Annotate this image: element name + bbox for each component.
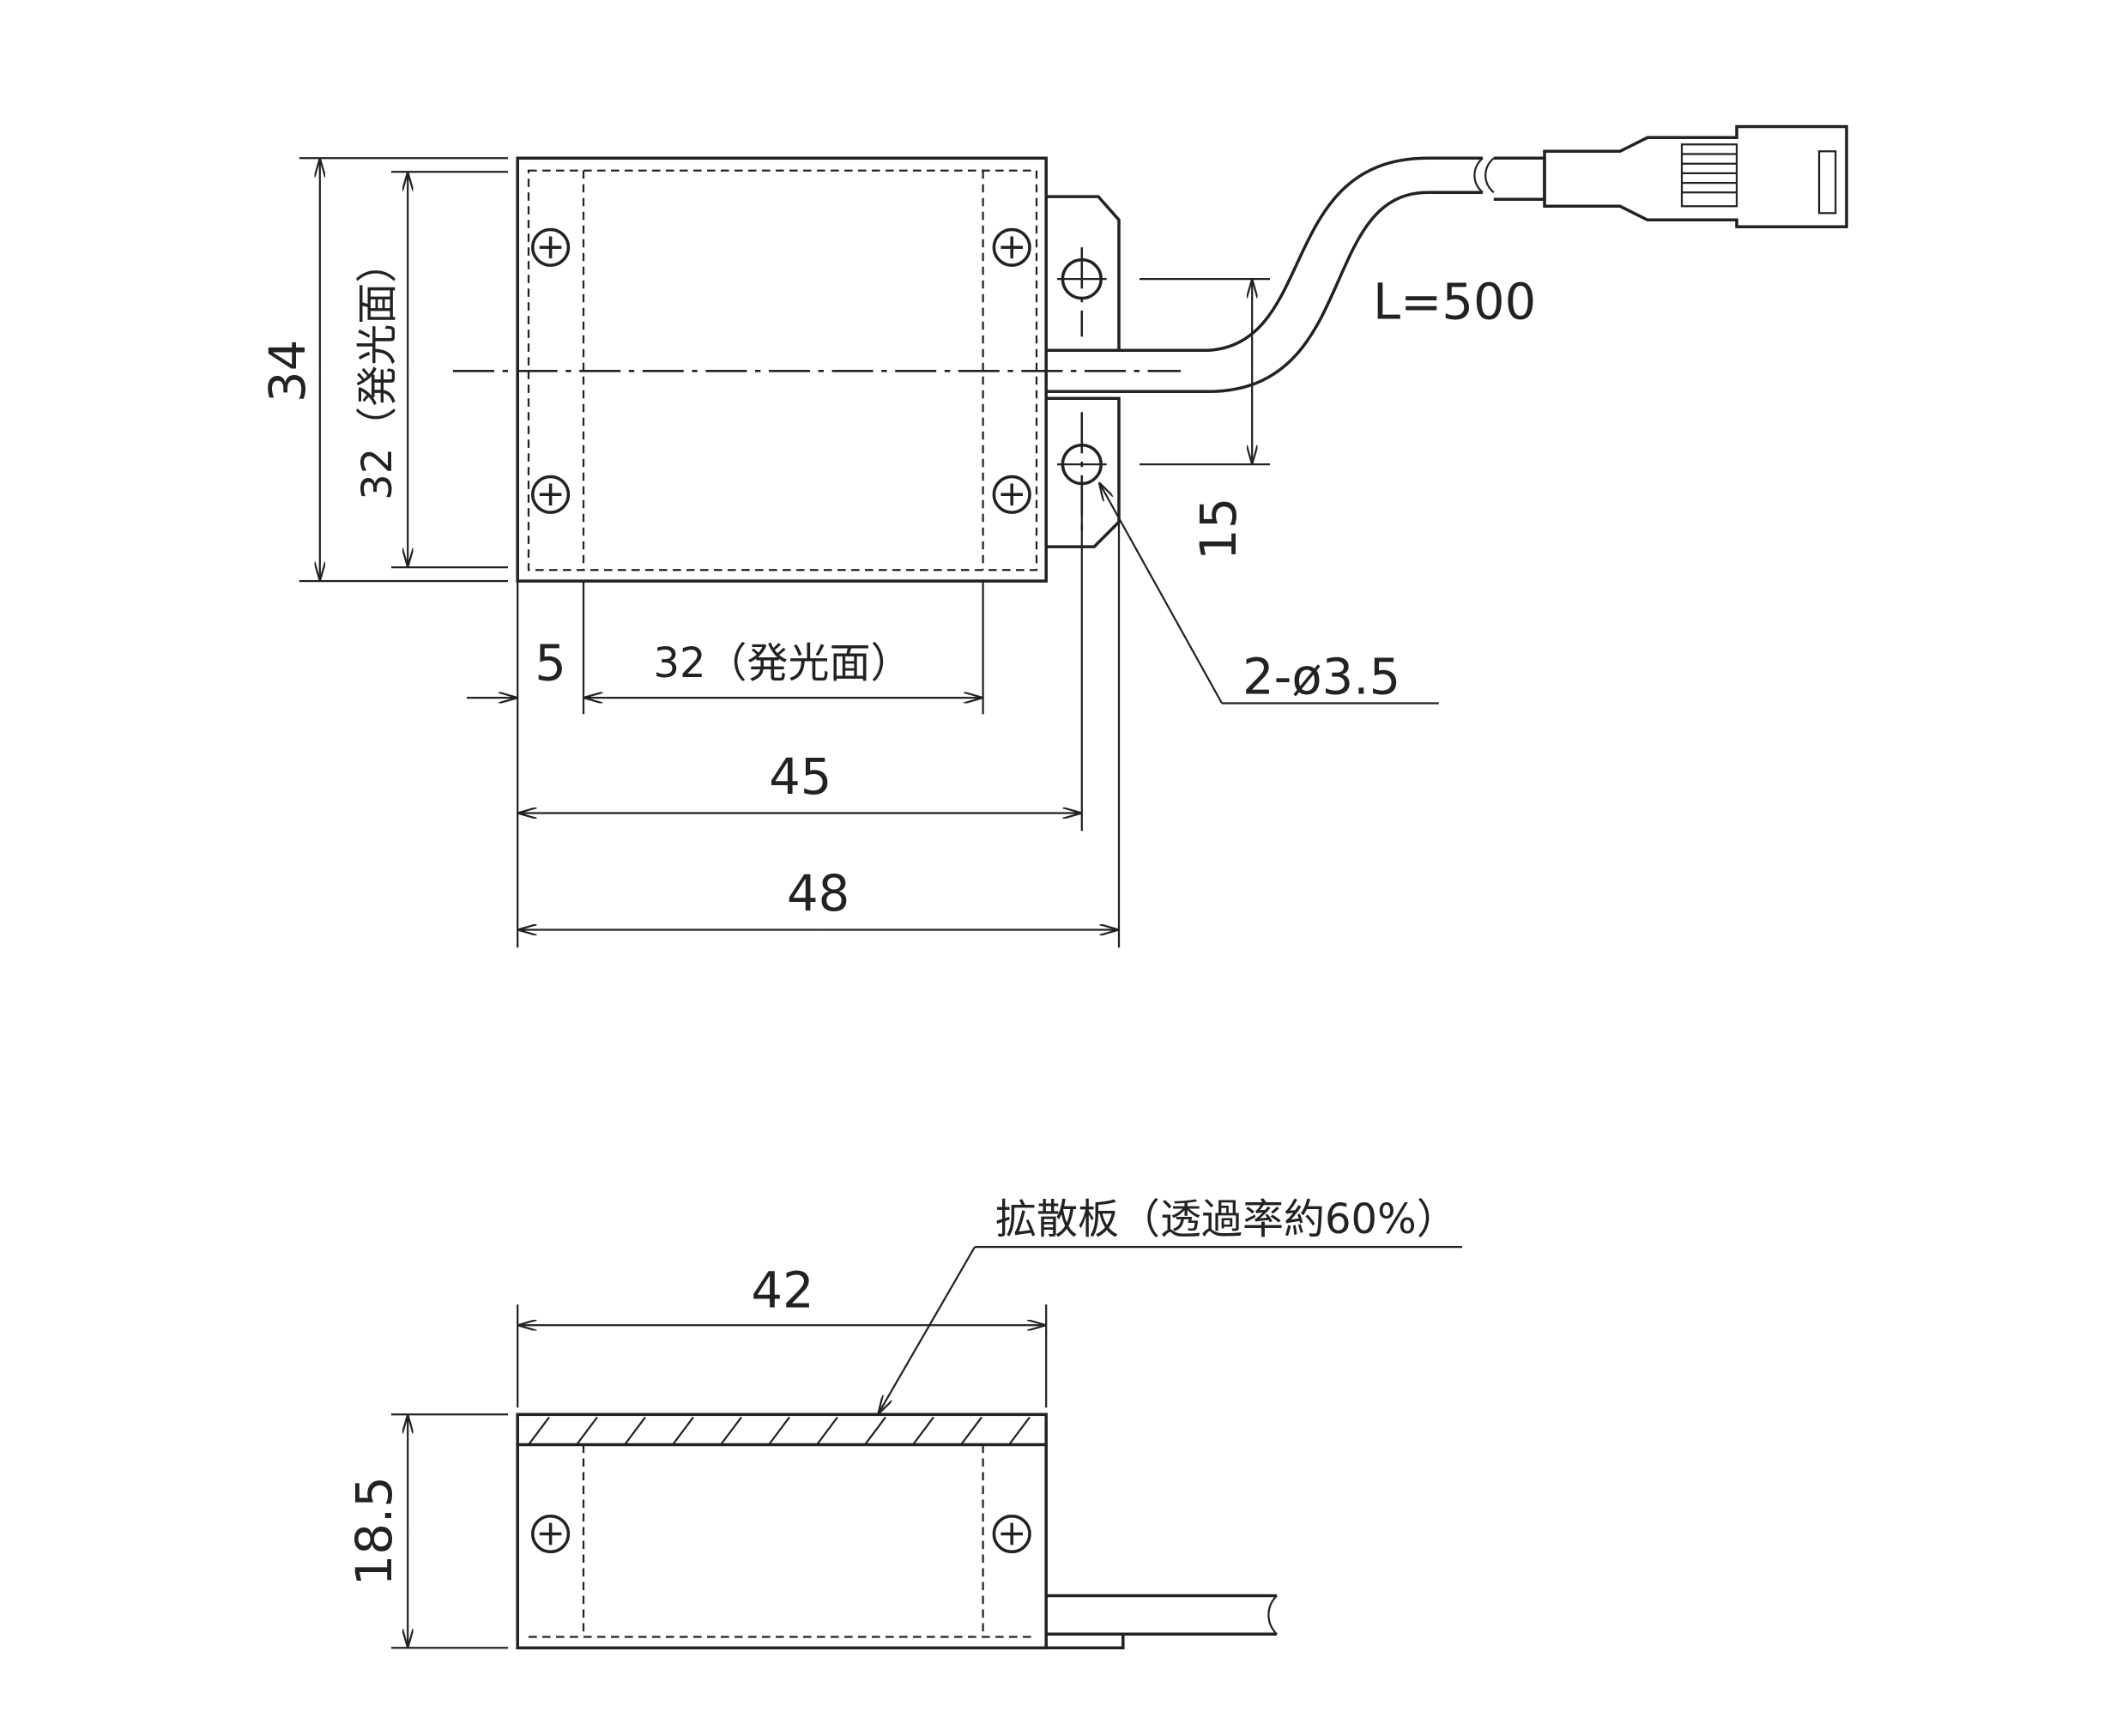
dim-offset: 5: [535, 634, 566, 692]
screw-icon: [992, 1514, 1031, 1554]
dim-width-total: 48: [787, 865, 849, 922]
diffuser-hatch: [528, 1416, 1031, 1446]
screw-icon: [531, 227, 571, 267]
dim-height-side: 18.5: [346, 1476, 403, 1586]
cable: [1046, 156, 1483, 353]
housing-outline: [516, 156, 1048, 583]
dim-width-emitting: 32（発光面）: [653, 639, 911, 687]
screw-icon: [992, 475, 1031, 514]
hole-spec: 2-ø3.5: [1242, 648, 1400, 705]
dim-hole-pitch-y: 15: [1190, 498, 1248, 560]
housing-side-outline: [516, 1412, 1048, 1650]
dim-width-side: 42: [751, 1262, 813, 1320]
cable-length: L=500: [1373, 274, 1536, 331]
top-view: 34 32（発光面） 15 L=500 5 32（発光面） 45 48 2-ø3…: [259, 124, 1848, 948]
screw-icon: [992, 227, 1031, 267]
dim-hole-pitch-x: 45: [769, 748, 831, 806]
dim-height-emitting: 32（発光面）: [354, 242, 402, 500]
side-view: 42 18.5 拡散板（透過率約60%）: [346, 1195, 1462, 1650]
connector: [1543, 124, 1848, 229]
dim-height-total: 34: [259, 340, 317, 402]
screw-icon: [531, 1514, 571, 1554]
screw-icon: [531, 475, 571, 514]
cable-side: [1046, 1594, 1277, 1636]
diffuser-label: 拡散板（透過率約60%）: [995, 1195, 1458, 1243]
